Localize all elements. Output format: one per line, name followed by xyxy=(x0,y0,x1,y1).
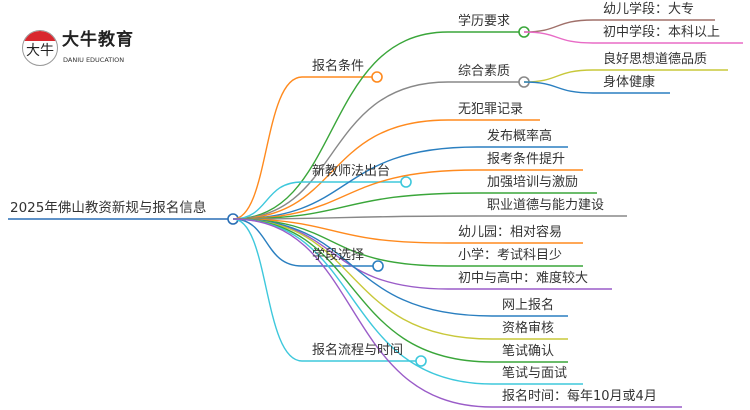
logo-name-en: DANIU EDUCATION xyxy=(63,56,125,64)
connector-branches-0-children-0-children-1 xyxy=(523,31,594,44)
topic-branches-3-children-0[interactable]: 网上报名 xyxy=(502,298,555,313)
root-topic[interactable]: 2025年佛山教资新规与报名信息 xyxy=(10,200,207,216)
connector-branches-0-children-0 xyxy=(232,31,449,220)
topic-branches-3[interactable]: 报名流程与时间 xyxy=(312,343,404,358)
topic-branches-0-children-0[interactable]: 学历要求 xyxy=(458,14,511,29)
connector-branches-0-children-2 xyxy=(232,119,449,220)
topic-branches-2[interactable]: 学段选择 xyxy=(312,248,365,263)
topic-branches-2-children-0[interactable]: 幼儿园：相对容易 xyxy=(458,225,563,240)
topic-branches-0-children-1-children-0[interactable]: 良好思想道德品质 xyxy=(603,52,708,67)
topic-branches-1-children-3[interactable]: 职业道德与能力建设 xyxy=(487,198,605,213)
connector-branches-1-children-0 xyxy=(232,146,478,220)
connector-branches-2-children-0 xyxy=(232,218,449,244)
connector-branches-1 xyxy=(232,181,303,220)
connector-branches-3-children-4 xyxy=(232,218,493,408)
collapse-toggle-branches-1[interactable] xyxy=(400,176,412,188)
connector-branches-1-children-3 xyxy=(232,215,478,220)
connector-branches-2 xyxy=(232,218,303,267)
connector-branches-3-children-1 xyxy=(232,218,493,340)
topic-branches-2-children-1[interactable]: 小学：考试科目少 xyxy=(458,248,563,263)
connector-branches-1-children-1 xyxy=(232,169,478,220)
topic-branches-3-children-2[interactable]: 笔试确认 xyxy=(502,344,555,359)
topic-branches-1-children-2[interactable]: 加强培训与激励 xyxy=(487,175,579,190)
collapse-toggle-branches-3[interactable] xyxy=(415,355,427,367)
connector-branches-0 xyxy=(232,76,303,220)
connector-branches-0-children-0-children-0 xyxy=(523,19,594,33)
logo-name: 大牛教育 xyxy=(62,30,134,50)
connector-branches-1-children-2 xyxy=(232,192,478,220)
connector-branches-0-children-1-children-0 xyxy=(523,69,594,83)
topic-branches-0-children-1-children-1[interactable]: 身体健康 xyxy=(603,75,656,90)
connector-branches-2-children-1 xyxy=(232,218,449,267)
connector-branches-0-children-1-children-1 xyxy=(523,81,594,94)
topic-branches-1-children-0[interactable]: 发布概率高 xyxy=(487,129,553,144)
logo-mark-icon: 大牛 xyxy=(22,30,58,66)
topic-branches-2-children-2[interactable]: 初中与高中：难度较大 xyxy=(458,271,589,286)
topic-branches-1-children-1[interactable]: 报考条件提升 xyxy=(487,152,566,167)
collapse-toggle-branches-2[interactable] xyxy=(372,260,384,272)
connector-branches-3 xyxy=(232,218,303,362)
topic-branches-0-children-0-children-0[interactable]: 幼儿学段：大专 xyxy=(603,2,695,17)
topic-branches-3-children-1[interactable]: 资格审核 xyxy=(502,321,555,336)
brand-logo: 大牛 大牛教育 DANIU EDUCATION xyxy=(22,26,152,72)
topic-branches-3-children-3[interactable]: 笔试与面试 xyxy=(502,366,568,381)
connector-branches-0-children-1 xyxy=(232,81,449,220)
collapse-toggle-branches-0[interactable] xyxy=(371,71,383,83)
connector-branches-3-children-2 xyxy=(232,218,493,363)
topic-branches-0-children-0-children-1[interactable]: 初中学段：本科以上 xyxy=(603,25,721,40)
logo-mark-text: 大牛 xyxy=(26,43,54,59)
topic-branches-0-children-2[interactable]: 无犯罪记录 xyxy=(458,102,524,117)
connector-branches-3-children-0 xyxy=(232,218,493,317)
connector-branches-3-children-3 xyxy=(232,218,493,385)
topic-branches-0[interactable]: 报名条件 xyxy=(312,59,365,74)
topic-branches-3-children-4[interactable]: 报名时间：每年10月或4月 xyxy=(502,389,657,404)
topic-branches-1[interactable]: 新教师法出台 xyxy=(312,164,391,179)
topic-branches-0-children-1[interactable]: 综合素质 xyxy=(458,64,511,79)
